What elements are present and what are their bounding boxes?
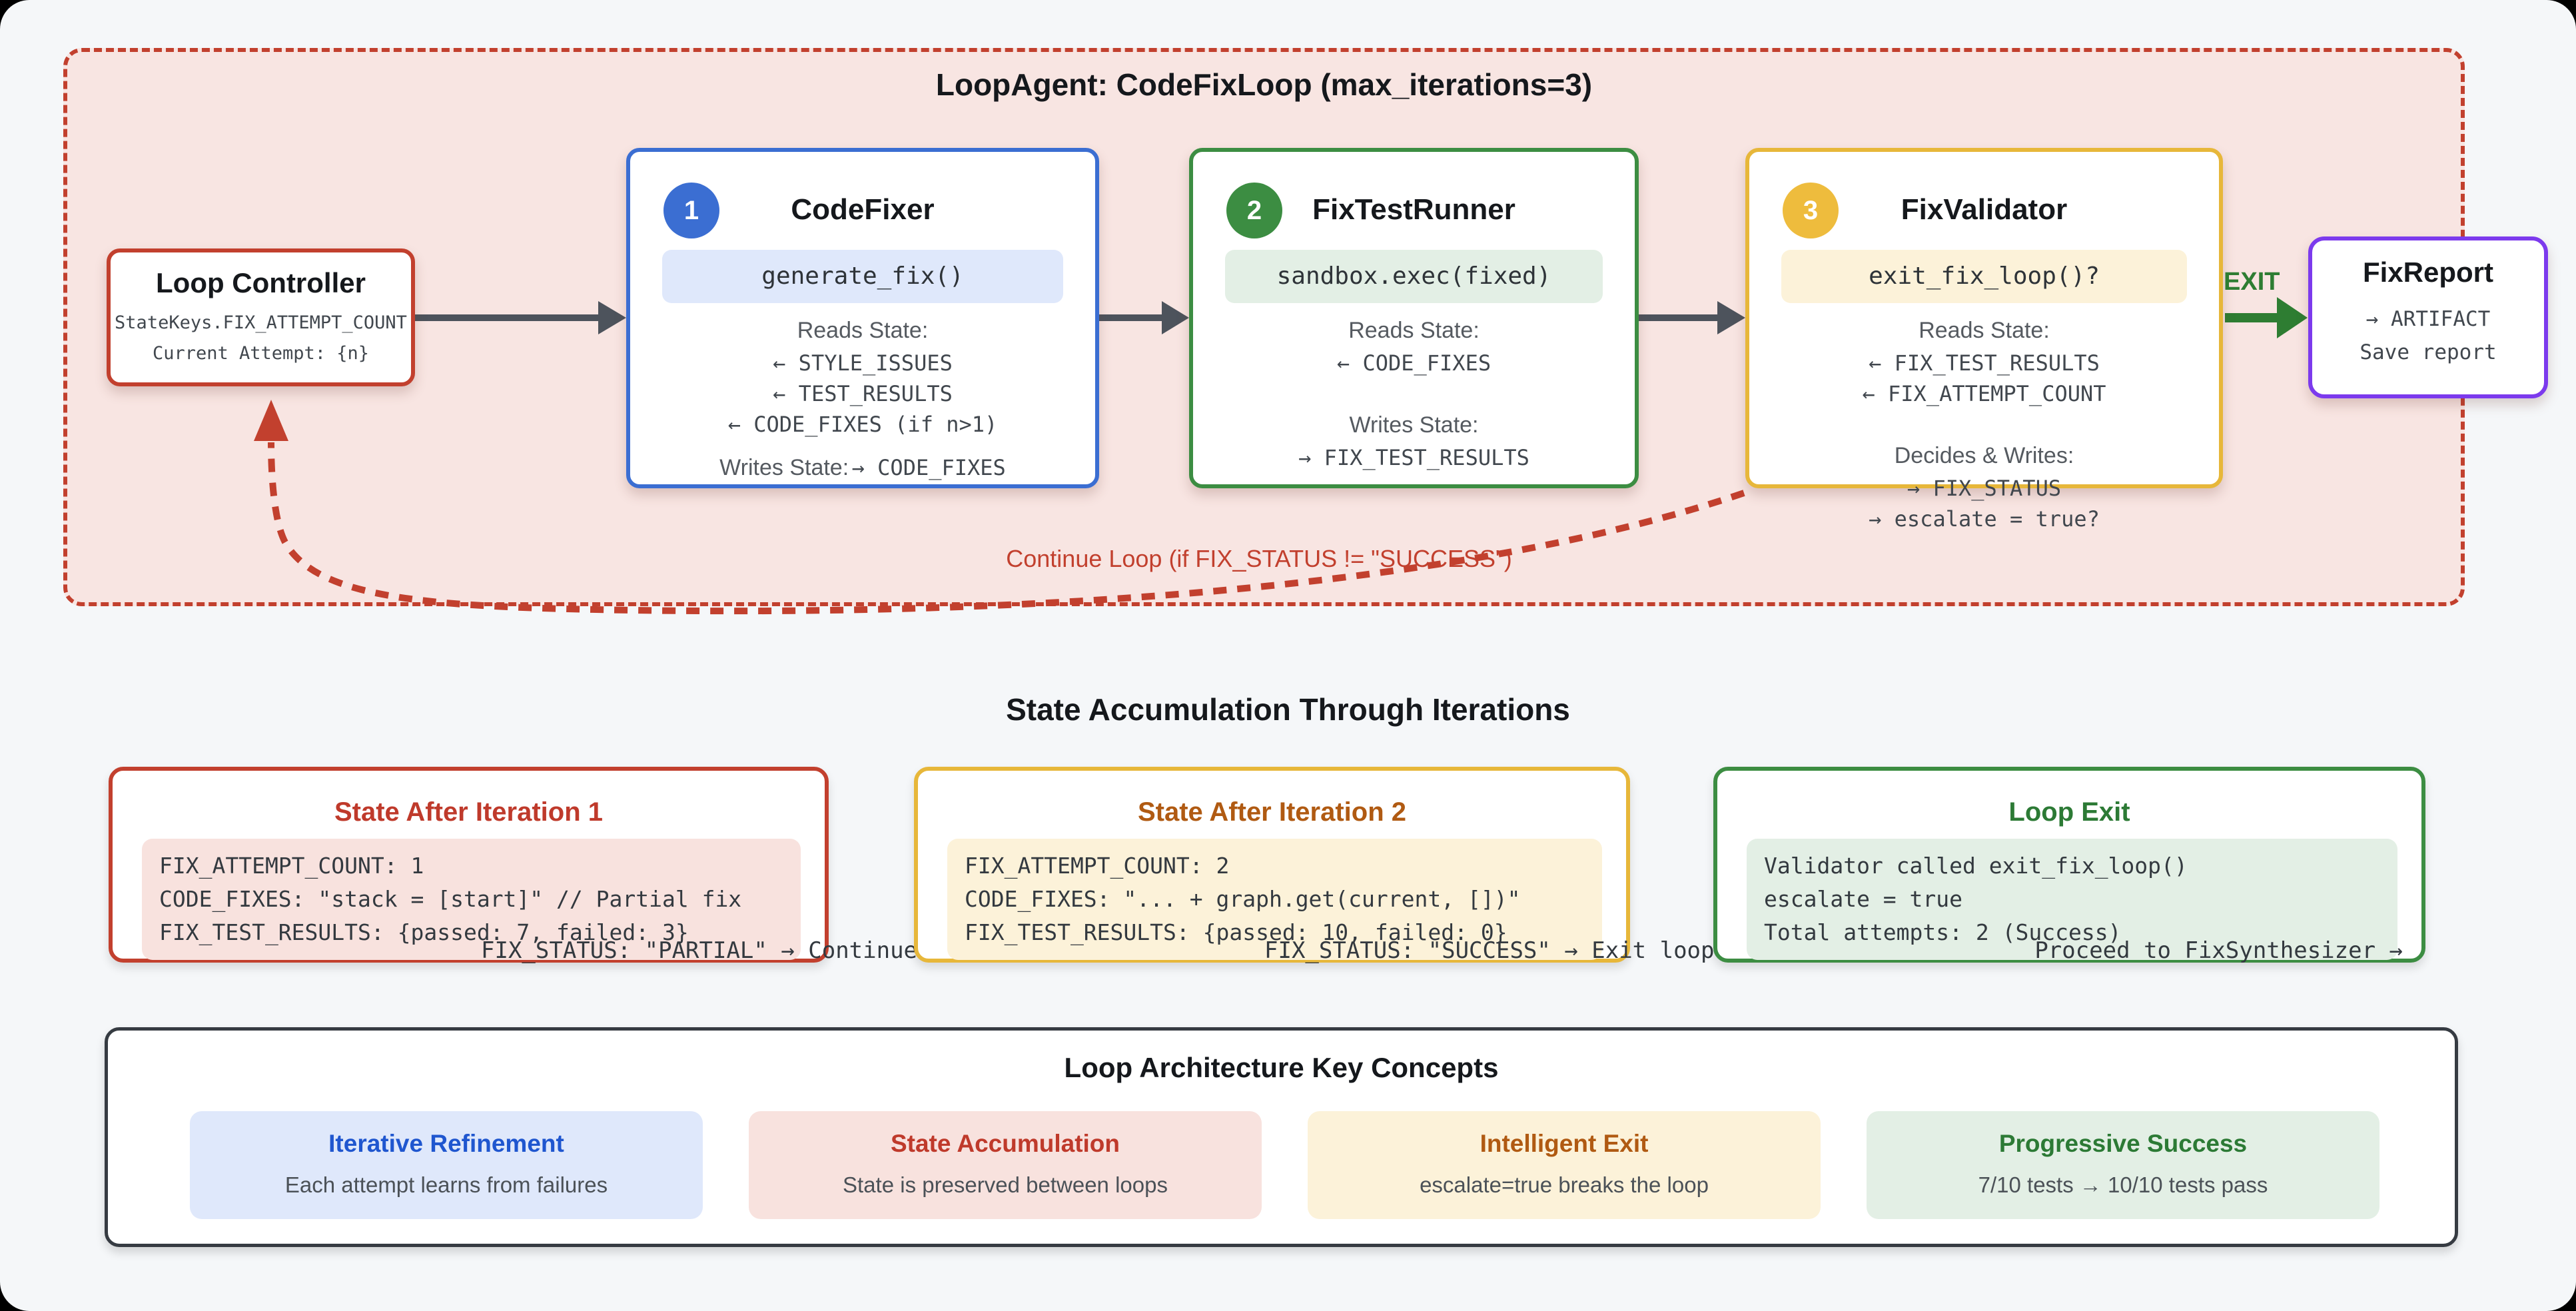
fix-report-artifact: → ARTIFACT xyxy=(2365,307,2491,331)
code-fixer-title: CodeFixer xyxy=(791,193,935,226)
reads-item: ← STYLE_ISSUES xyxy=(773,350,953,376)
reads-item: ← CODE_FIXES (if n>1) xyxy=(727,412,998,437)
reads-item: ← FIX_TEST_RESULTS xyxy=(1869,350,2100,376)
state-card-status: FIX_STATUS: "PARTIAL" → Continue loop xyxy=(481,937,986,964)
concept-desc: Each attempt learns from failures xyxy=(284,1172,608,1197)
state-card-status: FIX_STATUS: "SUCCESS" → Exit loop xyxy=(1264,937,1715,964)
node-fix-validator: 3 FixValidator exit_fix_loop()? Reads St… xyxy=(1745,148,2223,532)
exit-label: EXIT xyxy=(2224,268,2280,296)
node-fix-report: FixReport → ARTIFACT Save report xyxy=(2308,236,2548,398)
state-card-status: Proceed to FixSynthesizer → xyxy=(2034,937,2403,964)
concept-title: Iterative Refinement xyxy=(328,1130,564,1157)
decides-writes-label: Decides & Writes: xyxy=(1894,443,2074,468)
state-card-iteration-1: State After Iteration 1 FIX_ATTEMPT_COUN… xyxy=(109,767,985,964)
reads-item: ← CODE_FIXES xyxy=(1336,350,1492,376)
fix-test-runner-chip: sandbox.exec(fixed) xyxy=(1225,250,1603,303)
state-section-title: State Accumulation Through Iterations xyxy=(1006,692,1570,727)
state-card-code: FIX_ATTEMPT_COUNT: 1 CODE_FIXES: "stack … xyxy=(142,839,801,960)
concept-card-state-accumulation: State Accumulation State is preserved be… xyxy=(749,1111,1262,1219)
continue-loop-label: Continue Loop (if FIX_STATUS != "SUCCESS… xyxy=(1006,545,1512,572)
writes-state-label: Writes State: xyxy=(1349,412,1479,438)
concept-title: Intelligent Exit xyxy=(1480,1130,1649,1157)
node-fix-test-runner: 2 FixTestRunner sandbox.exec(fixed) Read… xyxy=(1189,148,1639,488)
fix-report-title: FixReport xyxy=(2362,256,2493,288)
writes-item: → CODE_FIXES xyxy=(851,455,1006,480)
node-code-fixer: 1 CodeFixer generate_fix() Reads State: … xyxy=(626,148,1099,488)
key-concepts-panel: Loop Architecture Key Concepts Iterative… xyxy=(105,1027,2458,1247)
state-card-title: State After Iteration 1 xyxy=(334,797,604,827)
reads-state-label: Reads State: xyxy=(1348,318,1480,343)
concept-desc: State is preserved between loops xyxy=(843,1172,1168,1197)
loop-controller-title: Loop Controller xyxy=(156,267,366,298)
code-fixer-chip: generate_fix() xyxy=(662,250,1063,303)
state-card-code: Validator called exit_fix_loop() escalat… xyxy=(1747,839,2397,960)
writes-item: → FIX_STATUS xyxy=(1907,476,2062,501)
node-loop-controller: Loop Controller StateKeys.FIX_ATTEMPT_CO… xyxy=(107,248,415,386)
writes-state-line: Writes State: → CODE_FIXES xyxy=(630,450,1095,485)
key-concepts-title: Loop Architecture Key Concepts xyxy=(1064,1052,1499,1083)
reads-item: ← FIX_ATTEMPT_COUNT xyxy=(1862,381,2106,406)
concept-desc: escalate=true breaks the loop xyxy=(1420,1172,1709,1197)
reads-state-label: Reads State: xyxy=(1919,318,2050,343)
state-card-title: Loop Exit xyxy=(2008,797,2130,827)
writes-item: → FIX_TEST_RESULTS xyxy=(1298,445,1529,470)
concept-card-iterative-refinement: Iterative Refinement Each attempt learns… xyxy=(190,1111,703,1219)
loop-container-title: LoopAgent: CodeFixLoop (max_iterations=3… xyxy=(935,67,1593,102)
state-card-code: FIX_ATTEMPT_COUNT: 2 CODE_FIXES: "... + … xyxy=(947,839,1602,960)
fix-validator-title: FixValidator xyxy=(1901,193,2068,226)
step-badge-1: 1 xyxy=(663,183,719,238)
loop-controller-statekey: StateKeys.FIX_ATTEMPT_COUNT xyxy=(115,312,407,333)
concept-card-intelligent-exit: Intelligent Exit escalate=true breaks th… xyxy=(1308,1111,1821,1219)
reads-state-label: Reads State: xyxy=(797,318,929,343)
state-card-iteration-2: State After Iteration 2 FIX_ATTEMPT_COUN… xyxy=(914,767,1715,964)
writes-state-label: Writes State: xyxy=(719,455,849,480)
fix-test-runner-title: FixTestRunner xyxy=(1312,193,1515,226)
reads-item: ← TEST_RESULTS xyxy=(773,381,953,406)
fix-validator-chip: exit_fix_loop()? xyxy=(1781,250,2187,303)
fix-report-save: Save report xyxy=(2360,340,2497,364)
state-card-title: State After Iteration 2 xyxy=(1137,797,1407,827)
step-badge-3: 3 xyxy=(1783,183,1839,238)
writes-item: → escalate = true? xyxy=(1869,506,2100,532)
loop-controller-attempt: Current Attempt: {n} xyxy=(152,343,370,364)
concept-card-progressive-success: Progressive Success 7/10 tests → 10/10 t… xyxy=(1867,1111,2379,1219)
concept-title: State Accumulation xyxy=(890,1130,1120,1157)
step-badge-2: 2 xyxy=(1226,183,1282,238)
concept-desc: 7/10 tests → 10/10 tests pass xyxy=(1978,1172,2268,1197)
concept-title: Progressive Success xyxy=(1998,1130,2248,1157)
state-card-loop-exit: Loop Exit Validator called exit_fix_loop… xyxy=(1713,767,2425,964)
